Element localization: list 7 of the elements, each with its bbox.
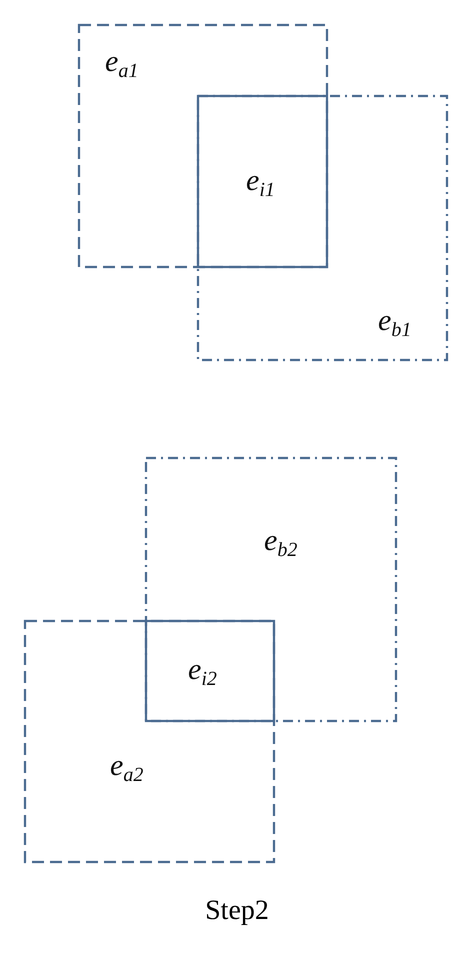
region-label: e$_{i2}$ [188, 655, 217, 689]
region-label: e$_{a1}$ [105, 47, 138, 81]
region-label: e$_{b1}$ [378, 306, 412, 340]
region-label: e$_{b2}$ [264, 526, 298, 560]
caption: Step2 [204, 895, 270, 927]
region-label: e$_{a2}$ [110, 751, 144, 785]
region-label: e$_{i1}$ [246, 166, 275, 200]
